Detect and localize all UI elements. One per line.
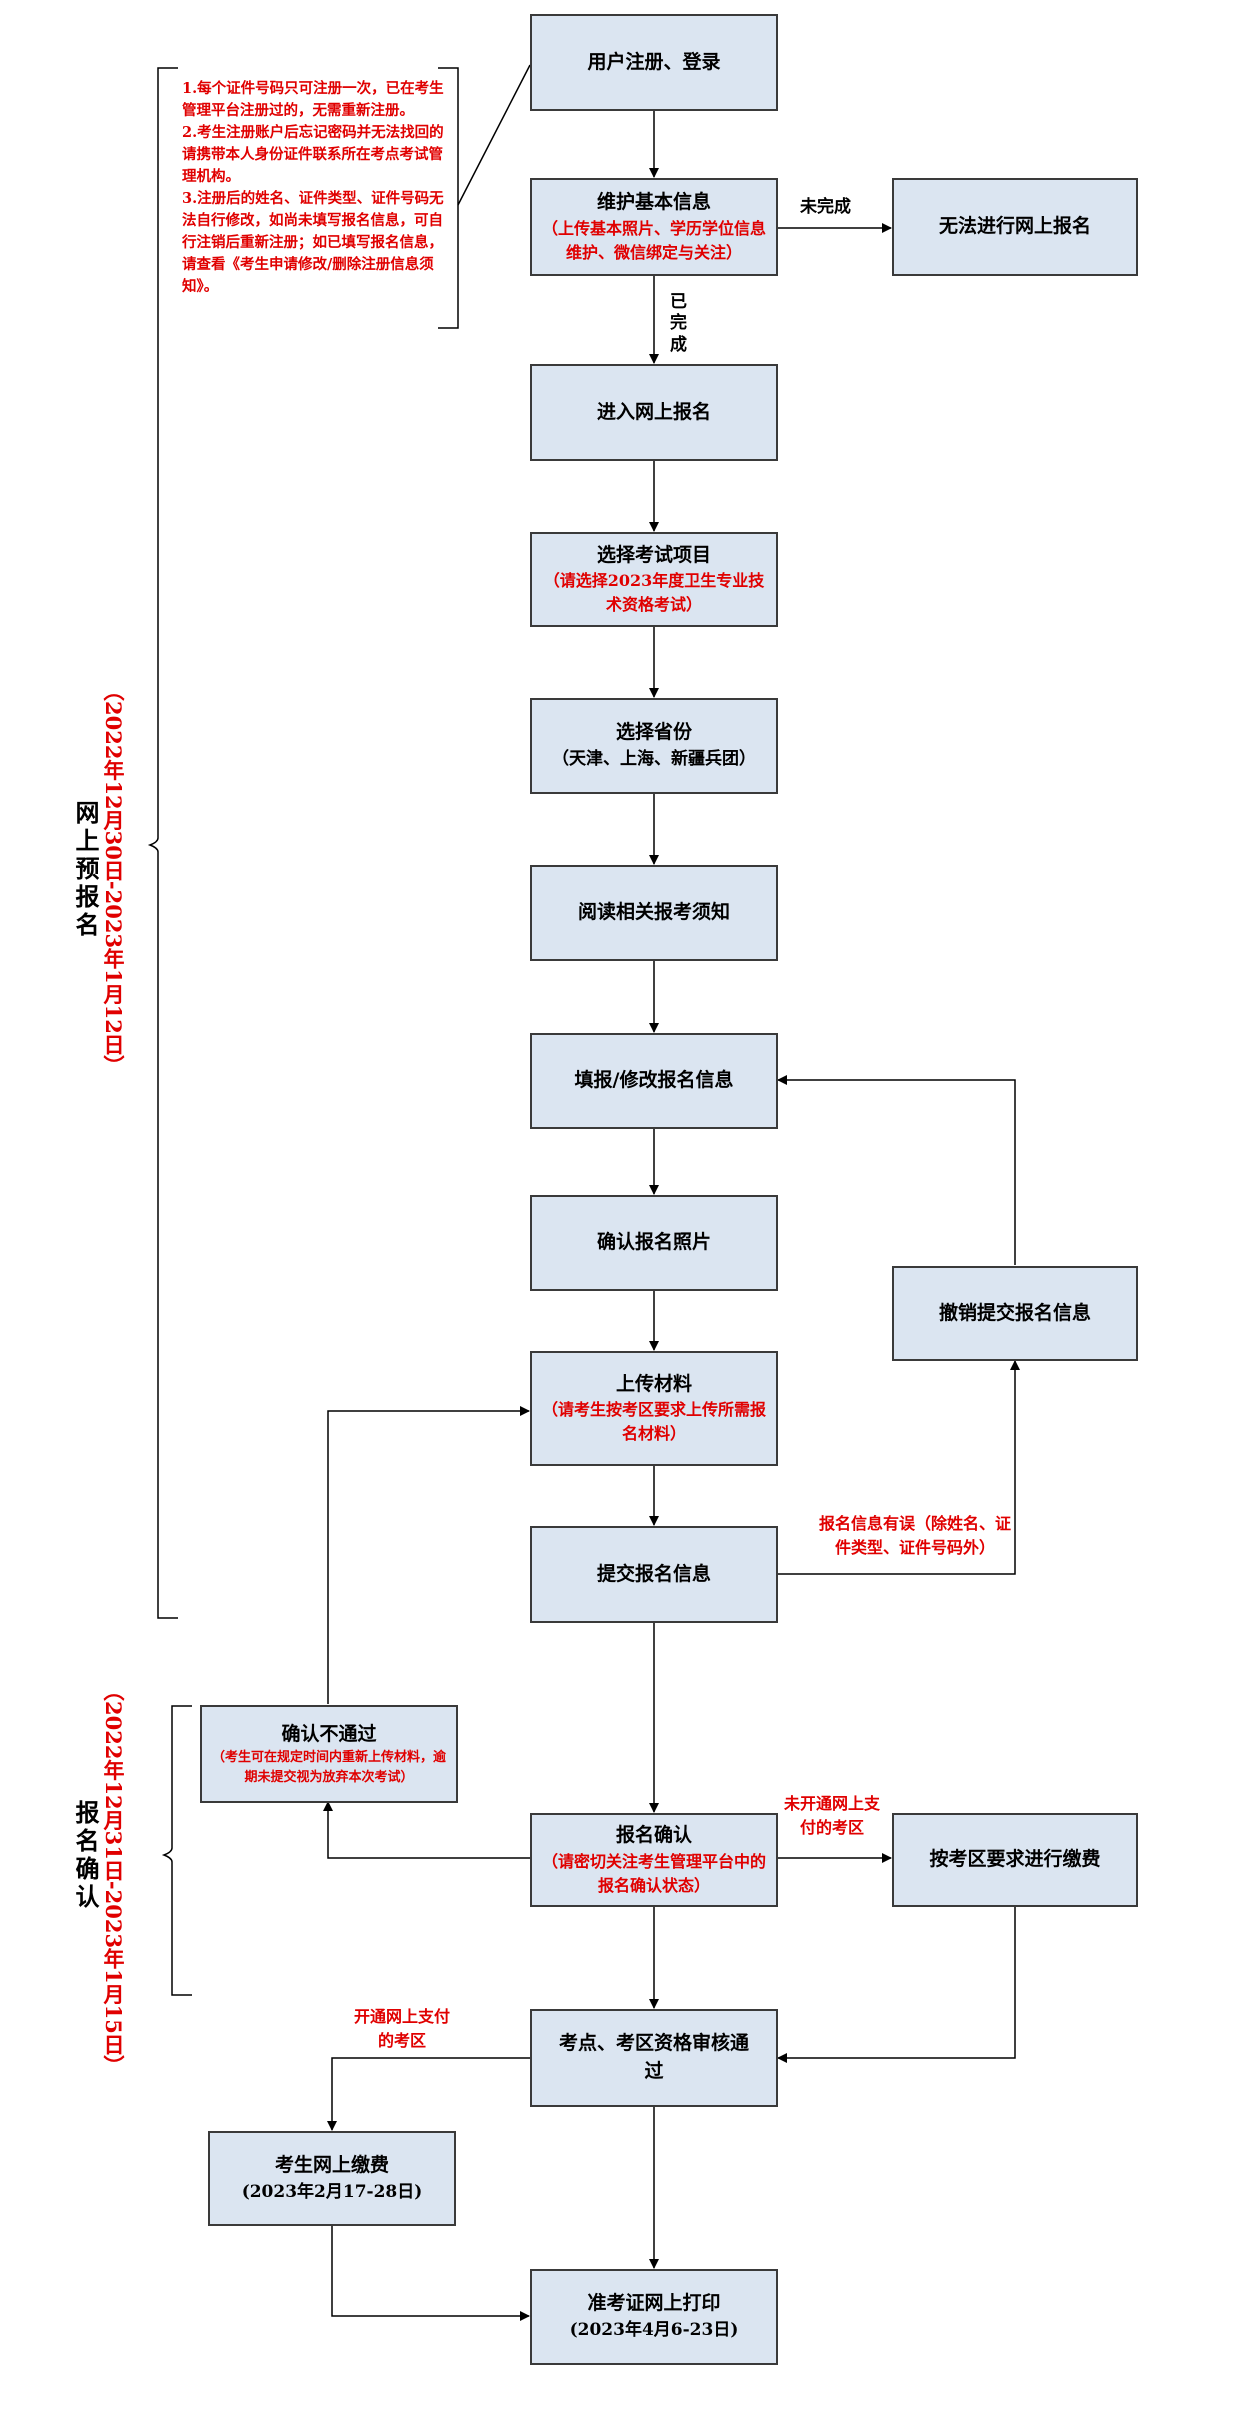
arrow-review-payonline [327, 2057, 530, 2131]
phase2-date: （2022年12月31日-2023年1月15日） [101, 1680, 126, 2076]
note-bracket [438, 67, 459, 329]
step-confirm-photo-title: 确认报名照片 [596, 1231, 711, 1254]
phase1-date: （2022年12月30日-2023年1月12日） [101, 680, 126, 1076]
step-upload-title: 上传材料 [615, 1372, 692, 1395]
step-select-province-sub: （天津、上海、新疆兵团） [552, 749, 756, 770]
step-pay-online: 考生网上缴费 (2023年2月17-28日) [208, 2131, 456, 2226]
step-upload: 上传材料 （请考生按考区要求上传所需报名材料） [530, 1351, 778, 1466]
note-line-1: 1.每个证件号码只可注册一次，已在考生管理平台注册过的，无需重新注册。 [182, 80, 444, 120]
step-reject-title: 确认不通过 [281, 1722, 377, 1745]
step-confirm-sub: （请密切关注考生管理平台中的报名确认状态） [541, 1851, 766, 1895]
step-confirm-title: 报名确认 [615, 1824, 692, 1847]
step-pay-local: 按考区要求进行缴费 [892, 1813, 1138, 1907]
brace-phase1 [147, 67, 178, 1619]
step-fill-info: 填报/修改报名信息 [530, 1033, 778, 1129]
arrow-paylocal-review [777, 1906, 1016, 2063]
arrow-confirm-reject [323, 1801, 530, 1859]
step-upload-sub: （请考生按考区要求上传所需报名材料） [541, 1400, 766, 1444]
step-review-title: 考点、考区资格审核通过 [558, 2032, 749, 2082]
note-pointer [457, 64, 531, 206]
step-basic-info-sub: （上传基本照片、学历学位信息维护、微信绑定与关注） [541, 218, 766, 262]
step-pay-online-sub: (2023年2月17-28日) [241, 2181, 423, 2202]
step-submit: 提交报名信息 [530, 1526, 778, 1623]
step-read-notice-title: 阅读相关报考须知 [577, 901, 730, 924]
label-incomplete: 未完成 [800, 197, 851, 217]
step-revoke: 撤销提交报名信息 [892, 1266, 1138, 1361]
label-completed: 已完成 [670, 292, 687, 355]
step-print-sub: (2023年4月6-23日) [569, 2320, 739, 2341]
step-basic-info-title: 维护基本信息 [596, 191, 711, 214]
step-select-exam: 选择考试项目 （请选择2023年度卫生专业技术资格考试） [530, 532, 778, 627]
step-revoke-title: 撤销提交报名信息 [938, 1301, 1091, 1324]
phase1-label: 网上预报名 [71, 800, 100, 940]
step-confirm: 报名确认 （请密切关注考生管理平台中的报名确认状态） [530, 1813, 778, 1907]
step-review: 考点、考区资格审核通过 [530, 2009, 778, 2107]
note-line-3: 3.注册后的姓名、证件类型、证件号码无法自行修改，如尚未填写报名信息，可自行注销… [182, 190, 444, 296]
step-fill-info-title: 填报/修改报名信息 [574, 1069, 734, 1092]
step-cannot-register: 无法进行网上报名 [892, 178, 1138, 276]
arrow-revoke-fill [777, 1075, 1016, 1265]
step-reject-sub: （考生可在规定时间内重新上传材料，逾期未提交视为放弃本次考试） [211, 1750, 446, 1785]
step-register: 用户注册、登录 [530, 14, 778, 111]
label-info-error: 报名信息有误（除姓名、证件类型、证件号码外） [818, 1514, 1011, 1557]
note-line-2: 2.考生注册账户后忘记密码并无法找回的请携带本人身份证件联系所在考点考试管理机构… [182, 124, 444, 186]
brace-phase2 [161, 1705, 192, 1996]
step-select-exam-title: 选择考试项目 [596, 543, 711, 566]
arrow-payonline-print [331, 2225, 530, 2321]
step-basic-info: 维护基本信息 （上传基本照片、学历学位信息维护、微信绑定与关注） [530, 178, 778, 276]
step-cannot-register-title: 无法进行网上报名 [938, 215, 1091, 238]
label-online-pay: 开通网上支付的考区 [353, 2007, 450, 2050]
step-reject: 确认不通过 （考生可在规定时间内重新上传材料，逾期未提交视为放弃本次考试） [200, 1705, 458, 1803]
arrow-submit-revoke [777, 1360, 1020, 1575]
step-select-exam-sub: （请选择2023年度卫生专业技术资格考试） [543, 571, 765, 615]
step-submit-title: 提交报名信息 [596, 1562, 711, 1585]
step-select-province-title: 选择省份 [615, 721, 692, 744]
step-enter: 进入网上报名 [530, 364, 778, 461]
step-enter-title: 进入网上报名 [596, 400, 711, 423]
step-pay-local-title: 按考区要求进行缴费 [929, 1848, 1101, 1871]
step-print: 准考证网上打印 (2023年4月6-23日) [530, 2269, 778, 2365]
step-register-title: 用户注册、登录 [587, 50, 721, 73]
step-print-title: 准考证网上打印 [587, 2292, 721, 2315]
registration-notes: 1.每个证件号码只可注册一次，已在考生管理平台注册过的，无需重新注册。 2.考生… [182, 78, 444, 298]
step-pay-online-title: 考生网上缴费 [274, 2153, 389, 2176]
step-select-province: 选择省份 （天津、上海、新疆兵团） [530, 698, 778, 794]
step-read-notice: 阅读相关报考须知 [530, 865, 778, 961]
phase2-label: 报名确认 [71, 1800, 100, 1912]
label-no-online-pay: 未开通网上支付的考区 [783, 1794, 880, 1837]
step-confirm-photo: 确认报名照片 [530, 1195, 778, 1291]
arrow-reject-upload [327, 1406, 530, 1704]
